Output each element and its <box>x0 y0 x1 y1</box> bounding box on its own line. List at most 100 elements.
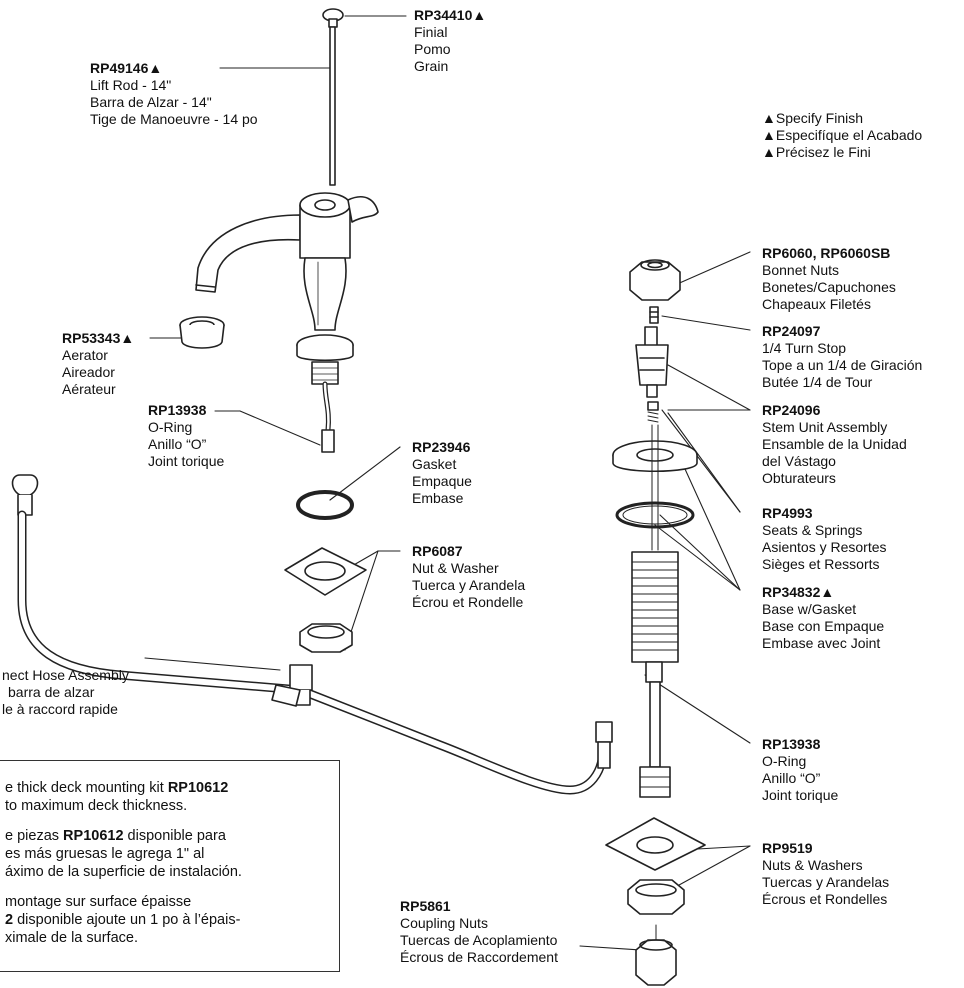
nuts-washers-label: RP9519 Nuts & Washers Tuercas y Arandela… <box>762 840 889 908</box>
seats-springs-drawing <box>647 401 659 423</box>
stem-unit-drawing <box>635 326 669 398</box>
finish-note: ▲Specify Finish ▲Especifíque el Acabado … <box>762 110 922 161</box>
note-kit-number: RP10612 <box>167 780 229 796</box>
part-desc: Seats & Springs <box>762 522 863 538</box>
part-number: RP6087 <box>412 543 463 559</box>
part-desc: Ensamble de la Unidad <box>762 436 907 452</box>
note-en-line2: to maximum deck thickness. <box>5 798 188 814</box>
part-desc: Finial <box>414 24 448 40</box>
part-desc: Anillo “O” <box>148 436 207 452</box>
note-kit-number: RP10612 <box>63 828 124 844</box>
part-desc: Embase <box>412 490 464 506</box>
part-number: RP53343▲ <box>62 330 135 346</box>
turn-stop-drawing <box>649 306 659 324</box>
part-desc: Empaque <box>412 473 472 489</box>
part-desc: Écrou et Rondelle <box>412 594 524 610</box>
part-desc: Nuts & Washers <box>762 857 863 873</box>
part-desc: Base w/Gasket <box>762 601 857 617</box>
o-ring-left-label: RP13938 O-Ring Anillo “O” Joint torique <box>148 402 224 470</box>
part-desc: Butée 1/4 de Tour <box>762 374 873 390</box>
part-desc: Tope a un 1/4 de Giración <box>762 357 923 373</box>
part-desc: Lift Rod - 14" <box>90 77 172 93</box>
part-desc: Écrous et Rondelles <box>762 891 888 907</box>
leader-lines <box>144 15 751 951</box>
note-text: e thick deck mounting kit <box>5 780 168 796</box>
part-desc: Asientos y Resortes <box>762 539 887 555</box>
faucet-body <box>195 192 379 453</box>
note-fr-line2: 2 disponible ajoute un 1 po à l’épais- <box>5 911 240 929</box>
part-desc: Tuercas de Acoplamiento <box>400 932 558 948</box>
part-desc: barra de alzar <box>8 684 95 700</box>
part-desc: O-Ring <box>148 419 193 435</box>
part-number: RP4993 <box>762 505 813 521</box>
part-desc: Sièges et Ressorts <box>762 556 880 572</box>
note-fr-line3: ximale de la surface. <box>5 930 138 946</box>
part-desc: Chapeaux Filetés <box>762 296 871 312</box>
bonnet-nuts-label: RP6060, RP6060SB Bonnet Nuts Bonetes/Cap… <box>762 245 896 313</box>
aerator-drawing <box>179 316 225 349</box>
part-number: RP6060, RP6060SB <box>762 245 891 261</box>
base-gasket-label: RP34832▲ Base w/Gasket Base con Empaque … <box>762 584 884 652</box>
nut-washer-label: RP6087 Nut & Washer Tuerca y Arandela Éc… <box>412 543 525 611</box>
part-desc: Aireador <box>62 364 115 380</box>
part-desc: Stem Unit Assembly <box>762 419 888 435</box>
seats-springs-label: RP4993 Seats & Springs Asientos y Resort… <box>762 505 887 573</box>
finish-note-en: ▲Specify Finish <box>762 110 864 126</box>
part-desc: O-Ring <box>762 753 807 769</box>
part-desc: Tige de Manoeuvre - 14 po <box>90 111 258 127</box>
part-desc: Bonetes/Capuchones <box>762 279 896 295</box>
finish-note-fr: ▲Précisez le Fini <box>762 144 871 160</box>
part-desc: Joint torique <box>762 787 839 803</box>
nut-washer-drawing <box>284 547 367 653</box>
coupling-nut-drawing <box>635 924 677 986</box>
stem-unit-label: RP24096 Stem Unit Assembly Ensamble de l… <box>762 402 907 487</box>
finish-note-es: ▲Especifíque el Acabado <box>762 127 923 143</box>
part-number: RP34410▲ <box>414 7 487 23</box>
note-text: disponible para <box>123 828 226 844</box>
part-number: RP24096 <box>762 402 821 418</box>
part-number: RP34832▲ <box>762 584 835 600</box>
part-desc: Gasket <box>412 456 457 472</box>
part-desc: Coupling Nuts <box>400 915 488 931</box>
deck-kit-note: e thick deck mounting kit RP10612 to max… <box>0 760 340 972</box>
o-ring-right-label: RP13938 O-Ring Anillo “O” Joint torique <box>762 736 838 804</box>
part-number: RP13938 <box>148 402 207 418</box>
part-desc: nect Hose Assembly <box>2 667 129 683</box>
lift-rod-label: RP49146▲ Lift Rod - 14" Barra de Alzar -… <box>90 60 258 128</box>
part-number: RP5861 <box>400 898 451 914</box>
part-desc: Base con Empaque <box>762 618 885 634</box>
part-desc: Obturateurs <box>762 470 836 486</box>
part-desc: Aérateur <box>62 381 116 397</box>
note-text: e piezas <box>5 828 64 844</box>
part-number: RP49146▲ <box>90 60 163 76</box>
part-number: RP23946 <box>412 439 471 455</box>
right-nut-washer-drawing <box>605 817 706 915</box>
note-es-line3: áximo de la superficie de instalación. <box>5 864 242 880</box>
base-gasket-drawing <box>612 440 698 529</box>
part-number: RP24097 <box>762 323 821 339</box>
part-desc: Grain <box>414 58 449 74</box>
note-es-line1: e piezas RP10612 disponible para <box>5 827 226 845</box>
note-text: disponible ajoute un 1 po à l’épais- <box>13 912 241 928</box>
part-desc: Anillo “O” <box>762 770 821 786</box>
part-desc: 1/4 Turn Stop <box>762 340 847 356</box>
finial-label: RP34410▲ Finial Pomo Grain <box>414 7 486 75</box>
part-desc: Pomo <box>414 41 451 57</box>
valve-body-drawing <box>631 424 679 798</box>
note-en-line1: e thick deck mounting kit RP10612 <box>5 779 228 797</box>
note-fr-line1: montage sur surface épaisse <box>5 894 192 910</box>
part-desc: Joint torique <box>148 453 225 469</box>
part-number: RP9519 <box>762 840 813 856</box>
part-desc: Bonnet Nuts <box>762 262 840 278</box>
gasket-label: RP23946 Gasket Empaque Embase <box>412 439 472 507</box>
bonnet-nut-drawing <box>629 259 681 301</box>
gasket-drawing <box>296 490 354 520</box>
finial-and-lift-rod <box>322 8 344 186</box>
part-desc: Aerator <box>62 347 108 363</box>
part-desc: Tuerca y Arandela <box>412 577 526 593</box>
part-desc: le à raccord rapide <box>2 701 118 717</box>
part-desc: Barra de Alzar - 14" <box>90 94 212 110</box>
turn-stop-label: RP24097 1/4 Turn Stop Tope a un 1/4 de G… <box>762 323 922 391</box>
